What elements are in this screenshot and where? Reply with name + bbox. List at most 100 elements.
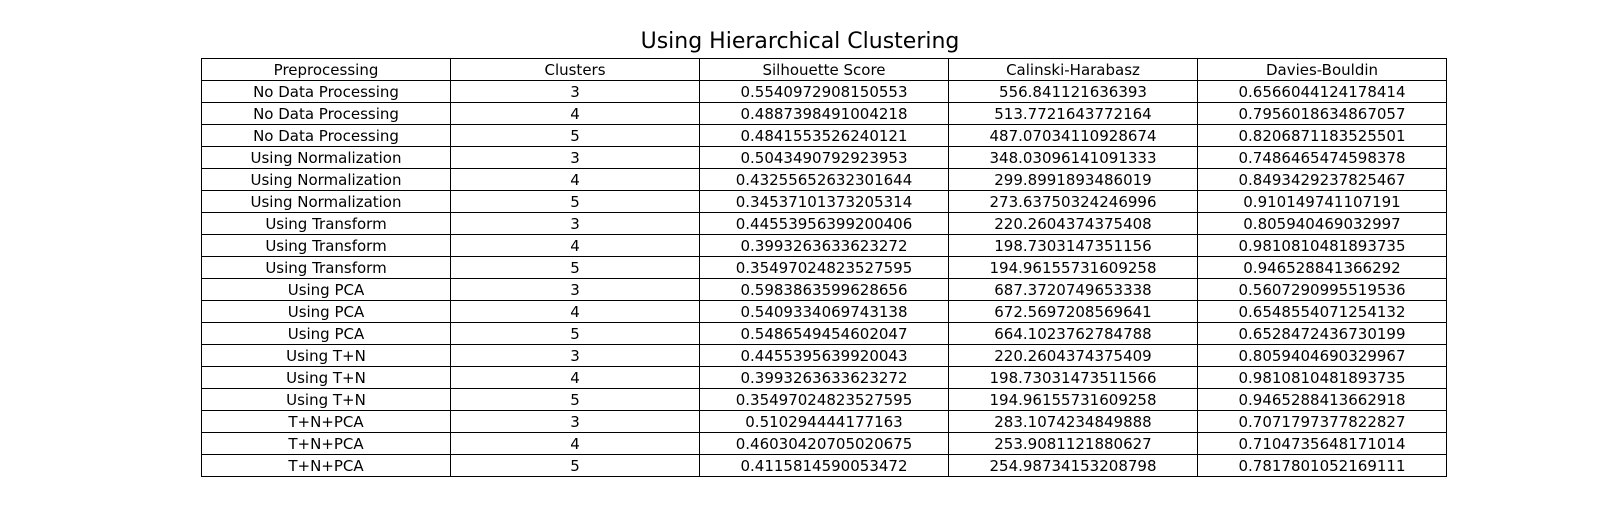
table-cell: 4 <box>450 432 700 455</box>
table-cell: 0.7104735648171014 <box>1197 432 1447 455</box>
results-table: Preprocessing Clusters Silhouette Score … <box>201 58 1447 477</box>
column-header: Davies-Bouldin <box>1197 58 1447 81</box>
chart-title: Using Hierarchical Clustering <box>640 29 960 54</box>
table-cell: Using Normalization <box>201 168 451 191</box>
table-cell: 283.1074234849888 <box>948 410 1198 433</box>
table-cell: 3 <box>450 80 700 103</box>
table-cell: 0.5043490792923953 <box>699 146 949 169</box>
table-cell: 3 <box>450 344 700 367</box>
table-cell: 4 <box>450 168 700 191</box>
table-cell: 194.96155731609258 <box>948 256 1198 279</box>
table-cell: 0.7486465474598378 <box>1197 146 1447 169</box>
table-cell: 220.2604374375409 <box>948 344 1198 367</box>
table-cell: 4 <box>450 102 700 125</box>
table-cell: Using Normalization <box>201 146 451 169</box>
table-cell: 687.3720749653338 <box>948 278 1198 301</box>
table-cell: 5 <box>450 256 700 279</box>
table-cell: 0.8493429237825467 <box>1197 168 1447 191</box>
table-cell: 299.8991893486019 <box>948 168 1198 191</box>
table-cell: 198.7303147351156 <box>948 234 1198 257</box>
column-header: Silhouette Score <box>699 58 949 81</box>
table-cell: Using T+N <box>201 388 451 411</box>
table-cell: 0.946528841366292 <box>1197 256 1447 279</box>
table-cell: 0.9810810481893735 <box>1197 366 1447 389</box>
table-cell: Using Transform <box>201 234 451 257</box>
table-cell: 0.46030420705020675 <box>699 432 949 455</box>
table-cell: 664.1023762784788 <box>948 322 1198 345</box>
table-cell: 5 <box>450 388 700 411</box>
table-cell: 0.7071797377822827 <box>1197 410 1447 433</box>
table-cell: 3 <box>450 212 700 235</box>
table-cell: T+N+PCA <box>201 410 451 433</box>
column-header: Preprocessing <box>201 58 451 81</box>
table-cell: 0.34537101373205314 <box>699 190 949 213</box>
table-cell: Using T+N <box>201 344 451 367</box>
table-cell: 253.9081121880627 <box>948 432 1198 455</box>
header-row: Preprocessing Clusters Silhouette Score … <box>201 58 1447 81</box>
table-cell: 0.3993263633623272 <box>699 366 949 389</box>
column-header: Calinski-Harabasz <box>948 58 1198 81</box>
table-cell: 0.5983863599628656 <box>699 278 949 301</box>
table-cell: 0.805940469032997 <box>1197 212 1447 235</box>
table-cell: 0.6548554071254132 <box>1197 300 1447 323</box>
table-cell: 0.44553956399200406 <box>699 212 949 235</box>
table-cell: 0.4841553526240121 <box>699 124 949 147</box>
table-cell: 487.07034110928674 <box>948 124 1198 147</box>
table-cell: 0.8059404690329967 <box>1197 344 1447 367</box>
table-cell: 254.98734153208798 <box>948 454 1198 477</box>
table-cell: 0.6528472436730199 <box>1197 322 1447 345</box>
table-cell: 0.510294444177163 <box>699 410 949 433</box>
table-cell: Using Transform <box>201 256 451 279</box>
table-cell: Using PCA <box>201 278 451 301</box>
table-cell: Using Normalization <box>201 190 451 213</box>
table-cell: 0.9465288413662918 <box>1197 388 1447 411</box>
table-cell: 5 <box>450 190 700 213</box>
table-cell: 0.6566044124178414 <box>1197 80 1447 103</box>
table-cell: 3 <box>450 410 700 433</box>
table-cell: 3 <box>450 278 700 301</box>
table-cell: 273.63750324246996 <box>948 190 1198 213</box>
table-cell: 5 <box>450 454 700 477</box>
table-cell: 0.5607290995519536 <box>1197 278 1447 301</box>
table-cell: 220.2604374375408 <box>948 212 1198 235</box>
table-cell: 0.7817801052169111 <box>1197 454 1447 477</box>
table-cell: 513.7721643772164 <box>948 102 1198 125</box>
table-cell: 0.4887398491004218 <box>699 102 949 125</box>
table-cell: 5 <box>450 322 700 345</box>
table-cell: 556.841121636393 <box>948 80 1198 103</box>
table-cell: 4 <box>450 366 700 389</box>
table-cell: T+N+PCA <box>201 432 451 455</box>
table-cell: 0.910149741107191 <box>1197 190 1447 213</box>
table-cell: 0.7956018634867057 <box>1197 102 1447 125</box>
table-cell: 672.5697208569641 <box>948 300 1198 323</box>
table-cell: 198.73031473511566 <box>948 366 1198 389</box>
column-header: Clusters <box>450 58 700 81</box>
table-cell: 0.5486549454602047 <box>699 322 949 345</box>
table-cell: No Data Processing <box>201 124 451 147</box>
table-cell: No Data Processing <box>201 102 451 125</box>
table-cell: 0.4115814590053472 <box>699 454 949 477</box>
table-cell: 3 <box>450 146 700 169</box>
table-cell: Using Transform <box>201 212 451 235</box>
table-cell: 0.9810810481893735 <box>1197 234 1447 257</box>
table-cell: 5 <box>450 124 700 147</box>
table-cell: Using PCA <box>201 322 451 345</box>
